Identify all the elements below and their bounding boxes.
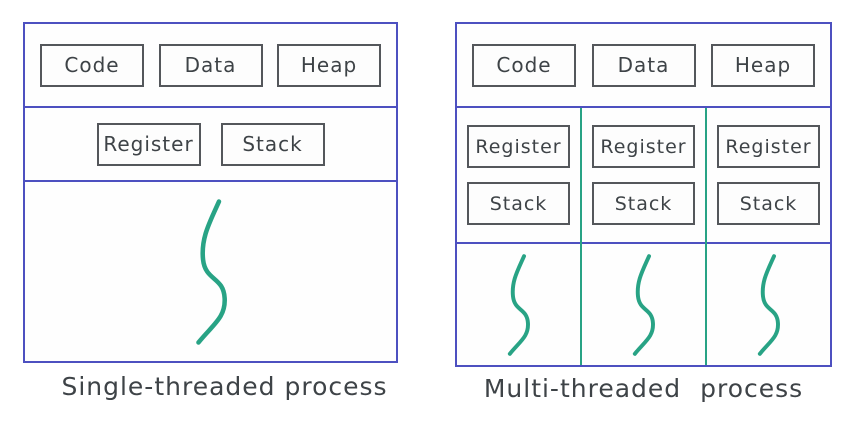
stack-segment-box: Stack xyxy=(717,182,820,225)
register-label: Register xyxy=(475,135,562,158)
register-label: Register xyxy=(725,135,812,158)
single-threaded-process-box: Code Data Heap Register Stack xyxy=(23,22,398,363)
single-threaded-caption: Single-threaded process xyxy=(61,372,388,401)
register-segment-box: Register xyxy=(96,122,201,166)
thread-1-context: Register Stack xyxy=(457,108,580,244)
multi-memory-row: Code Data Heap xyxy=(457,24,830,108)
stack-segment-box: Stack xyxy=(220,122,325,166)
thread-3-context: Register Stack xyxy=(707,108,830,244)
thread-column-2: Register Stack xyxy=(582,108,707,365)
register-label: Register xyxy=(103,132,194,156)
multi-threaded-caption: Multi-threaded process xyxy=(483,374,804,403)
thread-squiggle-icon xyxy=(195,198,227,345)
thread-column-1: Register Stack xyxy=(457,108,582,365)
data-label: Data xyxy=(617,53,670,77)
register-segment-box: Register xyxy=(592,125,695,168)
code-label: Code xyxy=(496,53,552,77)
thread-squiggle-icon xyxy=(757,253,780,356)
stack-label: Stack xyxy=(614,192,673,215)
code-segment-box: Code xyxy=(472,43,576,87)
heap-label: Heap xyxy=(734,53,792,77)
thread-3-area xyxy=(707,244,830,365)
register-segment-box: Register xyxy=(717,125,820,168)
code-segment-box: Code xyxy=(40,43,144,87)
heap-segment-box: Heap xyxy=(277,43,381,87)
data-segment-box: Data xyxy=(158,43,263,87)
stack-label: Stack xyxy=(242,132,303,156)
stack-segment-box: Stack xyxy=(592,182,695,225)
single-memory-row: Code Data Heap xyxy=(25,24,396,108)
single-context-row: Register Stack xyxy=(25,108,396,182)
thread-column-3: Register Stack xyxy=(707,108,830,365)
heap-segment-box: Heap xyxy=(711,43,815,87)
stack-label: Stack xyxy=(489,192,548,215)
stack-segment-box: Stack xyxy=(467,182,570,225)
thread-2-area xyxy=(582,244,705,365)
data-label: Data xyxy=(184,53,237,77)
multi-threads-grid: Register Stack Register xyxy=(457,108,830,365)
thread-2-context: Register Stack xyxy=(582,108,705,244)
thread-squiggle-icon xyxy=(507,253,530,356)
thread-squiggle-icon xyxy=(632,253,655,356)
thread-1-area xyxy=(457,244,580,365)
multi-threaded-process-box: Code Data Heap Register Stack xyxy=(455,22,832,367)
single-thread-area xyxy=(25,182,396,361)
heap-label: Heap xyxy=(300,53,358,77)
data-segment-box: Data xyxy=(591,43,696,87)
register-label: Register xyxy=(600,135,687,158)
stack-label: Stack xyxy=(739,192,798,215)
register-segment-box: Register xyxy=(467,125,570,168)
code-label: Code xyxy=(64,53,120,77)
